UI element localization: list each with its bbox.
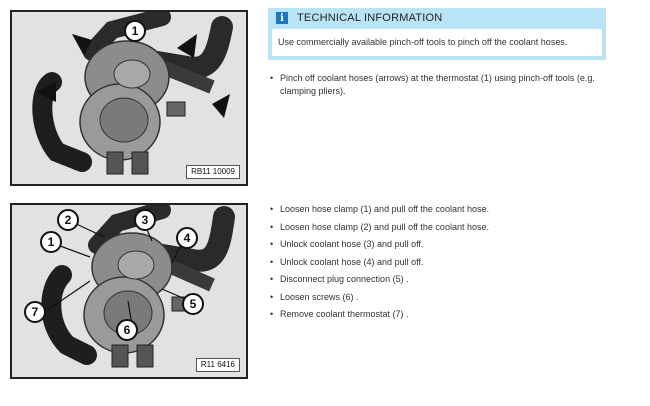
list-item: Remove coolant thermostat (7) . [270,308,630,321]
list-item: Loosen screws (6) . [270,291,630,304]
thermostat-removal-illustration [41,205,235,368]
callout-7: 7 [24,301,46,323]
info-body: Use commercially available pinch-off too… [272,29,602,56]
list-item: Unlock coolant hose (4) and pull off. [270,256,630,269]
technical-information-box: i TECHNICAL INFORMATION Use commercially… [268,8,606,60]
callout-5: 5 [182,293,204,315]
callout-6: 6 [116,319,138,341]
figure-caption: RB11 10009 [186,165,240,179]
figure-thermostat-removal: 1 2 3 4 5 6 7 R11 6416 [10,203,248,379]
list-item: Unlock coolant hose (3) and pull off. [270,238,630,251]
info-icon: i [276,12,288,24]
list-item: Pinch off coolant hoses (arrows) at the … [270,72,630,98]
list-item: Loosen hose clamp (2) and pull off the c… [270,221,630,234]
instruction-list-pinch-off: Pinch off coolant hoses (arrows) at the … [270,72,630,98]
callout-2: 2 [57,209,79,231]
callout-1: 1 [40,231,62,253]
figure-thermostat-pinch-off: 1 RB11 10009 [10,10,248,186]
thermostat-illustration [32,12,233,175]
callout-1: 1 [124,20,146,42]
info-title: TECHNICAL INFORMATION [297,12,443,24]
list-item: Loosen hose clamp (1) and pull off the c… [270,203,630,216]
callout-3: 3 [134,209,156,231]
info-header: i TECHNICAL INFORMATION [268,8,606,28]
list-item: Disconnect plug connection (5) . [270,273,630,286]
instruction-list-removal: Loosen hose clamp (1) and pull off the c… [270,203,630,321]
figure-caption: R11 6416 [195,358,240,372]
callout-4: 4 [176,227,198,249]
